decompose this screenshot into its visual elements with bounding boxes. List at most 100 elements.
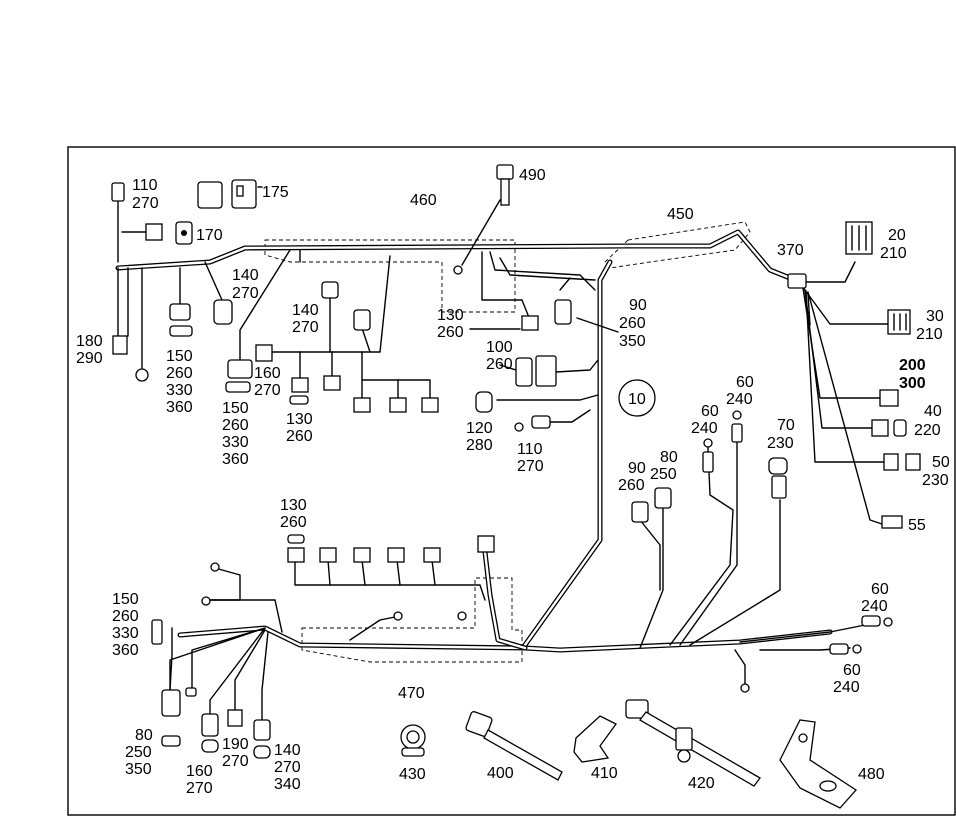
label-270-b: 270 bbox=[232, 285, 259, 302]
connector-140-mid bbox=[321, 281, 339, 299]
label-230-a: 230 bbox=[922, 472, 949, 489]
label-450: 450 bbox=[667, 206, 694, 223]
connector-40 bbox=[871, 419, 907, 437]
bracket-480 bbox=[779, 719, 857, 809]
label-270-h: 270 bbox=[274, 759, 301, 776]
label-60-d: 60 bbox=[843, 662, 861, 679]
label-250-a: 250 bbox=[650, 466, 677, 483]
connector-80-lower bbox=[161, 689, 181, 747]
connector-140-upper bbox=[213, 299, 233, 325]
label-260-c: 260 bbox=[286, 428, 313, 445]
label-330-a: 330 bbox=[166, 382, 193, 399]
label-90-mid: 90 bbox=[629, 297, 647, 314]
label-330-b: 330 bbox=[222, 434, 249, 451]
label-150-b: 150 bbox=[222, 400, 249, 417]
label-130-lower: 130 bbox=[280, 497, 307, 514]
connector-150-lower bbox=[151, 619, 163, 645]
ground-eyelet-left bbox=[135, 368, 149, 382]
label-260-f: 260 bbox=[486, 356, 513, 373]
label-430: 430 bbox=[399, 766, 426, 783]
label-360-a: 360 bbox=[166, 399, 193, 416]
label-110-mid: 110 bbox=[517, 441, 543, 458]
connector-180 bbox=[112, 335, 128, 355]
label-20: 20 bbox=[888, 227, 906, 244]
label-50: 50 bbox=[932, 454, 950, 471]
bolt-490 bbox=[496, 164, 514, 206]
label-120: 120 bbox=[466, 420, 493, 437]
leader-lines bbox=[257, 186, 619, 371]
connector-170 bbox=[145, 221, 193, 245]
connector-160-upper bbox=[255, 344, 273, 362]
callout-10-circle bbox=[618, 379, 656, 417]
label-100: 100 bbox=[486, 339, 513, 356]
label-420: 420 bbox=[688, 775, 715, 792]
label-330-c: 330 bbox=[112, 625, 139, 642]
connector-80-upper bbox=[654, 487, 672, 509]
outline-460 bbox=[264, 239, 516, 313]
label-150-a: 150 bbox=[166, 348, 193, 365]
label-150-c: 150 bbox=[112, 591, 139, 608]
label-60-a: 60 bbox=[736, 374, 754, 391]
label-290: 290 bbox=[76, 350, 103, 367]
clip-430 bbox=[400, 724, 426, 757]
label-240-a: 240 bbox=[726, 391, 753, 408]
ground-eyelet-lower-b bbox=[201, 596, 211, 606]
connector-150-mid bbox=[225, 359, 253, 393]
sensor-60-lower bbox=[740, 615, 893, 693]
label-90-lower: 90 bbox=[628, 460, 646, 477]
connector-120 bbox=[475, 391, 493, 413]
label-260-b: 260 bbox=[222, 417, 249, 434]
label-60-c: 60 bbox=[871, 581, 889, 598]
label-260-e: 260 bbox=[619, 315, 646, 332]
label-240-b: 240 bbox=[691, 420, 718, 437]
connector-90-mid bbox=[554, 299, 572, 325]
label-240-d: 240 bbox=[833, 679, 860, 696]
label-130-mid: 130 bbox=[437, 307, 464, 324]
label-300: 300 bbox=[899, 375, 926, 392]
sensor-70 bbox=[768, 457, 788, 499]
sleeve-370 bbox=[787, 273, 807, 289]
sensor-60-upper bbox=[731, 410, 743, 443]
connector-190 bbox=[227, 709, 243, 727]
label-55: 55 bbox=[908, 517, 926, 534]
label-270-e: 270 bbox=[517, 458, 544, 475]
label-10: 10 bbox=[628, 391, 646, 408]
label-370: 370 bbox=[777, 242, 804, 259]
label-220: 220 bbox=[914, 422, 941, 439]
sensor-110 bbox=[111, 182, 125, 202]
label-350-b: 350 bbox=[125, 761, 152, 778]
injector-connectors-upper bbox=[289, 375, 439, 413]
injector-connectors-lower bbox=[287, 534, 495, 563]
label-270-c: 270 bbox=[292, 319, 319, 336]
label-140-upper: 140 bbox=[232, 267, 259, 284]
ground-eyelet-lower-d bbox=[457, 611, 467, 621]
label-480: 480 bbox=[858, 766, 885, 783]
clip-420 bbox=[625, 699, 761, 787]
connector-100 bbox=[515, 355, 557, 387]
label-360-b: 360 bbox=[222, 451, 249, 468]
sensor-60-mid bbox=[702, 438, 714, 473]
label-270-upper: 270 bbox=[132, 195, 159, 212]
label-230-b: 230 bbox=[767, 435, 794, 452]
label-190: 190 bbox=[222, 736, 249, 753]
connector-50 bbox=[883, 453, 921, 471]
label-140-lower: 140 bbox=[274, 742, 301, 759]
ground-eyelet-upper bbox=[453, 265, 463, 275]
label-340: 340 bbox=[274, 776, 301, 793]
ground-eyelet-lower-c bbox=[393, 611, 403, 621]
label-170: 170 bbox=[196, 227, 223, 244]
label-30: 30 bbox=[926, 308, 944, 325]
connector-mid-b bbox=[353, 309, 371, 331]
connector-stub-lower bbox=[185, 687, 197, 697]
connector-140-lower bbox=[253, 719, 271, 759]
label-130-upper-left: 130 bbox=[286, 411, 313, 428]
label-460: 460 bbox=[410, 192, 437, 209]
label-110-upper: 110 bbox=[132, 177, 158, 194]
label-260-d: 260 bbox=[437, 324, 464, 341]
components bbox=[111, 164, 921, 809]
label-490: 490 bbox=[519, 167, 546, 184]
label-70: 70 bbox=[777, 417, 795, 434]
label-260-i: 260 bbox=[112, 608, 139, 625]
